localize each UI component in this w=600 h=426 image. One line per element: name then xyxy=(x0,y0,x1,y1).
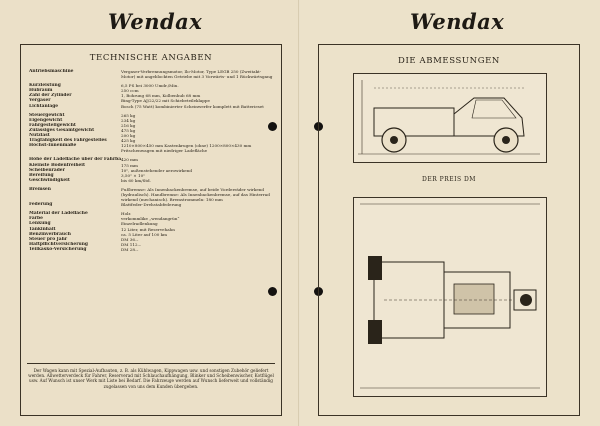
dimensions-frame: DIE ABMESSUNGEN DER PREIS DM xyxy=(318,44,580,416)
dimensions-title: DIE ABMESSUNGEN xyxy=(398,56,500,66)
spec-row: Kleinste Bodenfreiheit 175 mm xyxy=(29,163,275,168)
left-page: Wendax TECHNISCHE ANGABEN Antriebsmaschi… xyxy=(20,9,282,416)
spec-value: Bing-Type AJ/22/22 mit Schiebeteileklapp… xyxy=(121,98,210,104)
spec-value: DM 112.– xyxy=(121,241,141,247)
spec-value: DM 28.– xyxy=(121,246,139,252)
spec-row: Steuergewicht 265 kg xyxy=(29,113,275,118)
spec-row: Teilkasko-Versicherung DM 28.– xyxy=(29,247,275,252)
price-label: DER PREIS DM xyxy=(422,176,476,183)
spec-value: 425 kg xyxy=(121,138,136,144)
spec-row: Geschwindigkeit bis 60 km/Std. xyxy=(29,178,275,183)
spec-value: 1, Bohrung 68 mm, Kolbenhub 68 mm xyxy=(121,93,201,99)
footer-note: Der Wagen kann mit Spezial-Aufbauten, z.… xyxy=(27,363,275,389)
spec-row: Farbe verkommlike „wendangrün“ xyxy=(29,216,275,221)
spec-value: Einzelradlenkung xyxy=(121,221,158,227)
spec-key: Steuergewicht xyxy=(29,112,65,118)
spec-key: Benzinverbrauch xyxy=(29,231,71,237)
spec-row: Tragfähigkeit des Fahrgestelles 425 kg xyxy=(29,138,275,143)
spec-row: Nutzlast 200 kg xyxy=(29,133,275,138)
spec-value: DM 36.– xyxy=(121,236,139,242)
spec-row: Benzinverbrauch ca. 5 Liter auf 100 km xyxy=(29,232,275,237)
spec-value: 6,5 PS bei 3000 Umdr./Min. xyxy=(121,83,179,89)
spec-key: Höchst-Innenmaße xyxy=(29,143,77,149)
spec-key: Steuer pro Jahr xyxy=(29,236,68,242)
spec-key: Nutzlast xyxy=(29,133,50,139)
binder-hole-top xyxy=(268,122,277,131)
spec-row: Hubraum 250 ccm xyxy=(29,88,275,93)
spec-row: Bremsen Fußbremse: Als Innenbackenbremse,… xyxy=(29,187,275,202)
spec-table: Antriebsmaschine Vergaser-Verbrennungsmot… xyxy=(29,69,275,252)
spec-key: Tankinhalt xyxy=(29,226,56,232)
top-view-drawing xyxy=(353,197,547,397)
spec-value: 175 mm xyxy=(121,162,138,168)
spec-value: Fußbremse: Als Innenbackenbremse, auf be… xyxy=(121,186,270,203)
spec-row: Höchst-Innenmaße 1210×800×450 mm Kastenkr… xyxy=(29,143,275,153)
spec-value: 234 kg xyxy=(121,117,136,123)
spec-key: Vergaser xyxy=(29,98,51,104)
spec-row: Eigengewicht 234 kg xyxy=(29,118,275,123)
spec-row: Federung Blattfeder-Drehstabfederung xyxy=(29,202,275,207)
spec-value: Blattfeder-Drehstabfederung xyxy=(121,202,182,208)
spec-row: Haftpflichtversicherung DM 112.– xyxy=(29,242,275,247)
spec-key: Fahrgestellgewicht xyxy=(29,122,76,128)
spec-value: 475 kg xyxy=(121,127,136,133)
spec-value: verkommlike „wendangrün“ xyxy=(121,216,180,222)
spec-row: Lichtanlage Bosch (75 Watt) kombinierter … xyxy=(29,104,275,109)
spec-key: Farbe xyxy=(29,216,43,222)
spec-key: Hubraum xyxy=(29,88,53,94)
spec-row: Vergaser Bing-Type AJ/22/22 mit Schiebete… xyxy=(29,98,275,103)
spec-value: 10", außenstehender aerowirkend xyxy=(121,167,192,173)
spec-row: Zulässiges Gesamtgewicht 475 kg xyxy=(29,128,275,133)
spec-title: TECHNISCHE ANGABEN xyxy=(89,53,213,63)
spec-value: 420 mm xyxy=(121,157,138,163)
brand-logo-right: Wendax xyxy=(410,9,505,34)
brand-logo: Wendax xyxy=(108,9,203,34)
spec-value: 200 kg xyxy=(121,133,136,139)
spec-key: Material der Ladefläche xyxy=(29,211,88,217)
spec-key: Lenkung xyxy=(29,221,51,227)
spec-key: Antriebsmaschine xyxy=(29,69,74,74)
spec-value: 216 kg xyxy=(121,122,136,128)
spec-value: 3,50" × 10" xyxy=(121,172,146,178)
spec-value: Bosch (75 Watt) kombinierter Scheinwerfe… xyxy=(121,103,264,109)
spec-value: Holz xyxy=(121,211,131,217)
spec-key: Eigengewicht xyxy=(29,117,63,123)
binder-hole-bottom xyxy=(268,287,277,296)
spec-row: Material der Ladefläche Holz xyxy=(29,211,275,216)
spec-key: Tragfähigkeit des Fahrgestelles xyxy=(29,138,107,144)
spec-key: Zahl der Zylinder xyxy=(29,93,72,99)
spec-key: Scheibenräder xyxy=(29,167,65,173)
spec-row: Fahrgestellgewicht 216 kg xyxy=(29,123,275,128)
spec-key: Lichtanlage xyxy=(29,103,59,109)
spec-key: Kurzleistung xyxy=(29,83,61,89)
spec-row: Antriebsmaschine Vergaser-Verbrennungsmot… xyxy=(29,69,275,79)
spec-key: Haftpflichtversicherung xyxy=(29,241,88,247)
spec-key: Federung xyxy=(29,202,53,208)
spec-row: Zahl der Zylinder 1, Bohrung 68 mm, Kolbe… xyxy=(29,93,275,98)
spec-row: Lenkung Einzelradlenkung xyxy=(29,221,275,226)
spec-row: Kurzleistung 6,5 PS bei 3000 Umdr./Min. xyxy=(29,83,275,88)
side-view-drawing xyxy=(353,73,547,163)
spec-key: Bereifung xyxy=(29,172,54,178)
spec-value: ca. 5 Liter auf 100 km xyxy=(121,231,167,237)
spec-value: 12 Liter, mit Reservehahn xyxy=(121,226,175,232)
spec-key: Höhe der Ladefläche über der Fahrbahn xyxy=(29,157,121,163)
spec-key: Geschwindigkeit xyxy=(29,177,70,183)
right-page: Wendax DIE ABMESSUNGEN DER PREIS DM xyxy=(300,0,600,426)
spec-value: bis 60 km/Std. xyxy=(121,177,151,183)
spec-key: Teilkasko-Versicherung xyxy=(29,246,87,252)
spec-value: 250 ccm xyxy=(121,88,139,94)
spec-value: 1210×800×450 mm Kastenkrugen (ohne) 1200… xyxy=(121,143,252,154)
spec-value: 265 kg xyxy=(121,112,136,118)
spec-row: Tankinhalt 12 Liter, mit Reservehahn xyxy=(29,227,275,232)
spec-key: Bremsen xyxy=(29,186,51,192)
spec-value: Vergaser-Verbrennungsmotor, Ilo-Motor, T… xyxy=(121,69,273,80)
spec-key: Kleinste Bodenfreiheit xyxy=(29,162,85,168)
spec-row: Steuer pro Jahr DM 36.– xyxy=(29,237,275,242)
spec-key: Zulässiges Gesamtgewicht xyxy=(29,127,95,133)
spec-row: Bereifung 3,50" × 10" xyxy=(29,173,275,178)
spec-row: Scheibenräder 10", außenstehender aerowir… xyxy=(29,168,275,173)
